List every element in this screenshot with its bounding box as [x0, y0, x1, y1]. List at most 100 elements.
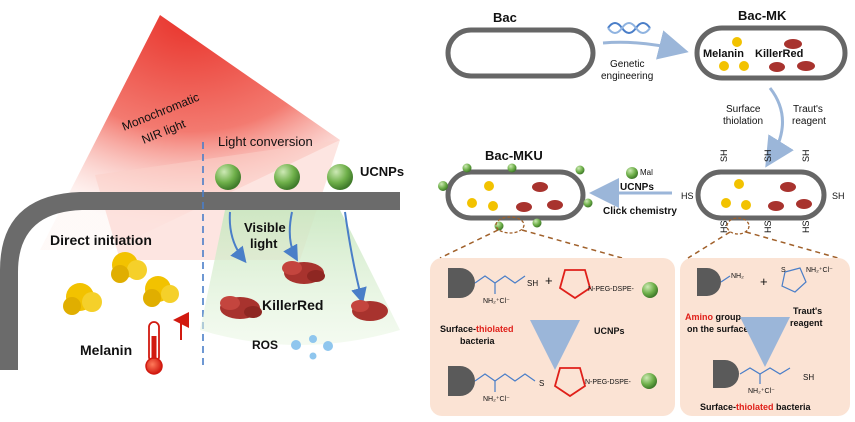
surface-label: Surface-thiolated — [440, 324, 514, 334]
bac-mku-cell — [445, 169, 586, 221]
bacterium-surface-icon — [448, 268, 475, 298]
ros-bubble — [323, 341, 333, 351]
thiolane-ring — [781, 267, 807, 293]
sh-group-label: SH — [763, 149, 773, 162]
visible-light-arrow — [344, 211, 367, 304]
ucnp-mal-particle — [626, 167, 638, 179]
zoom-guide — [687, 231, 731, 259]
thioether-s-label: S — [539, 379, 544, 388]
killerred-label: KillerRed — [262, 297, 323, 313]
melanin-particle — [488, 201, 498, 211]
melanin-particle — [721, 198, 731, 208]
killerred-particle — [780, 182, 796, 192]
mal-label: Mal — [640, 168, 653, 177]
ucnp-particle — [438, 181, 448, 191]
melanin-particle — [719, 61, 729, 71]
ucnp-particle — [507, 163, 517, 173]
zoom-guide — [439, 229, 499, 259]
bacteria-label: bacteria — [460, 336, 496, 346]
hs-group-label: HS — [681, 191, 694, 201]
killerred-particle — [768, 201, 784, 211]
direct-initiation-label: Direct initiation — [50, 232, 152, 248]
genetic-engineering-label-1: Genetic — [610, 59, 644, 70]
melanin-cluster — [143, 276, 179, 307]
box-ucnps-label: UCNPs — [594, 326, 625, 336]
plus-sign: + — [545, 273, 553, 288]
click-ucnps-label: UCNPs — [620, 182, 654, 193]
surface-thiolation-label-1: Surface — [726, 104, 761, 115]
killerred-cluster — [220, 296, 262, 319]
click-chemistry-label: Click chemistry — [603, 206, 677, 217]
bac-mk-label: Bac-MK — [738, 8, 787, 23]
killerred-particle — [532, 182, 548, 192]
bac-cell — [445, 27, 596, 79]
melanin-particle — [484, 181, 494, 191]
genetic-engineering-label-2: engineering — [601, 71, 653, 82]
hs-group-label: HS — [719, 220, 729, 233]
box-trauts-label-1: Traut's — [793, 306, 822, 316]
thiol-label: SH — [527, 279, 538, 288]
product-peg-label: N-PEG-DSPE- — [585, 379, 632, 386]
killerred-particle — [769, 62, 785, 72]
melanin-label: Melanin — [80, 342, 132, 358]
product-thiol-label: SH — [803, 373, 814, 382]
thiolation-arrow — [765, 87, 794, 168]
zoom-marker — [495, 216, 525, 234]
maleimide-ring — [558, 269, 592, 300]
killerred-particle — [784, 39, 802, 49]
ucnp-particle — [274, 164, 300, 190]
product-amine-label: NH₂⁺Cl⁻ — [748, 388, 775, 395]
killerred-particle — [547, 200, 563, 210]
genetic-engineering-arrow — [602, 30, 689, 60]
zoom-guide — [745, 231, 839, 259]
bacterium-surface-icon — [713, 360, 739, 388]
melanin-particle — [741, 200, 751, 210]
hs-group-label: HS — [763, 220, 773, 233]
thiolated-bacteria-label: Surface-thiolated bacteria — [700, 402, 812, 412]
zoom-guide — [521, 229, 623, 259]
bac-mk-killerred-label: KillerRed — [755, 48, 803, 60]
bac-mk-melanin-label: Melanin — [703, 48, 744, 60]
amino-group-label: Amino group — [685, 312, 741, 322]
ucnp-particle — [327, 164, 353, 190]
melanin-particle — [739, 61, 749, 71]
ros-bubble — [309, 335, 317, 343]
product-amine-label: NH₂⁺Cl⁻ — [483, 396, 510, 403]
bacterium-surface-icon — [448, 366, 475, 396]
thermometer-icon — [145, 321, 163, 375]
on-surface-label: on the surface — [687, 324, 749, 334]
ucnps-label: UCNPs — [360, 164, 404, 179]
hs-group-label: HS — [801, 220, 811, 233]
peg-linker-label: N-PEG-DSPE- — [588, 286, 635, 293]
killerred-particle — [796, 199, 812, 209]
visible-light-arrow — [228, 211, 247, 264]
box-trauts-label-2: reagent — [790, 318, 823, 328]
trauts-reagent-label-2: reagent — [792, 116, 826, 127]
ucnp-particle — [642, 282, 658, 298]
killerred-particle — [797, 61, 815, 71]
amine-charge-label: NH₂⁺Cl⁻ — [483, 298, 510, 305]
nh2-label: NH₂ — [731, 273, 744, 280]
ros-bubble — [309, 352, 317, 360]
visible-light-arrow — [283, 211, 298, 262]
ucnp-particle — [575, 165, 585, 175]
bac-thiolated-cell — [695, 169, 827, 221]
ucnp-particle — [641, 373, 657, 389]
zoom-marker — [726, 217, 750, 235]
sh-group-label: SH — [801, 149, 811, 162]
melanin-particle — [732, 37, 742, 47]
plus-sign: + — [760, 274, 768, 289]
bacterial-membrane — [0, 192, 400, 370]
bac-mku-label: Bac-MKU — [485, 148, 543, 163]
melanin-particle — [467, 198, 477, 208]
bac-label: Bac — [493, 10, 517, 25]
visible-light-label-2: light — [250, 236, 278, 251]
melanin-cluster — [63, 283, 102, 315]
sh-group-label: SH — [719, 149, 729, 162]
killerred-cluster — [351, 300, 388, 321]
linker-chain — [474, 373, 536, 382]
ring-s-label: S — [781, 267, 786, 274]
ros-bubble — [291, 340, 301, 350]
